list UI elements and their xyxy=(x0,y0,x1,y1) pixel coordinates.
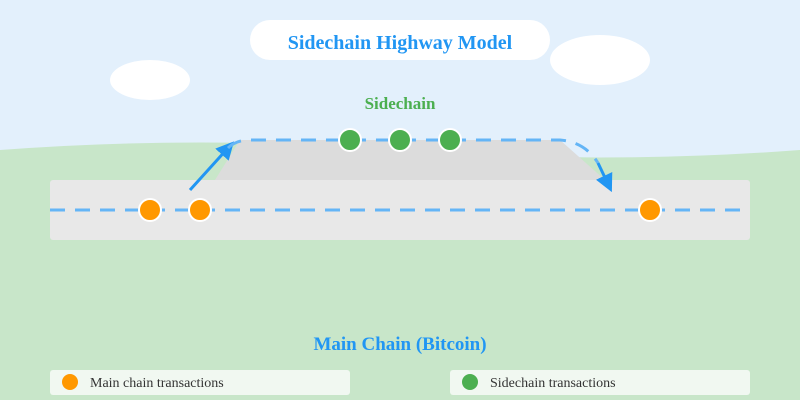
main-chain-transaction xyxy=(188,198,212,222)
cloud-left xyxy=(110,60,190,100)
sidechain-transaction xyxy=(388,128,412,152)
peg-in-arrow xyxy=(188,141,235,192)
main-chain-transaction xyxy=(138,198,162,222)
legend-item-main xyxy=(50,370,350,395)
sidechain-label: Sidechain xyxy=(365,94,436,113)
legend-item-side xyxy=(450,370,750,395)
sidechain-transaction xyxy=(338,128,362,152)
legend: Main chain transactions Sidechain transa… xyxy=(50,370,750,395)
legend-label-main: Main chain transactions xyxy=(90,376,224,391)
peg-out-arrow xyxy=(596,162,613,193)
title-pill xyxy=(250,20,550,60)
main-chain-transaction xyxy=(638,198,662,222)
sidechain-transaction xyxy=(438,128,462,152)
sidechain-road xyxy=(215,140,605,180)
diagram-title: Sidechain Highway Model xyxy=(288,32,513,54)
cloud-right xyxy=(550,35,650,85)
legend-swatch-main xyxy=(62,374,78,390)
legend-swatch-side xyxy=(462,374,478,390)
main-chain-label: Main Chain (Bitcoin) xyxy=(313,334,486,355)
legend-label-side: Sidechain transactions xyxy=(490,376,616,391)
